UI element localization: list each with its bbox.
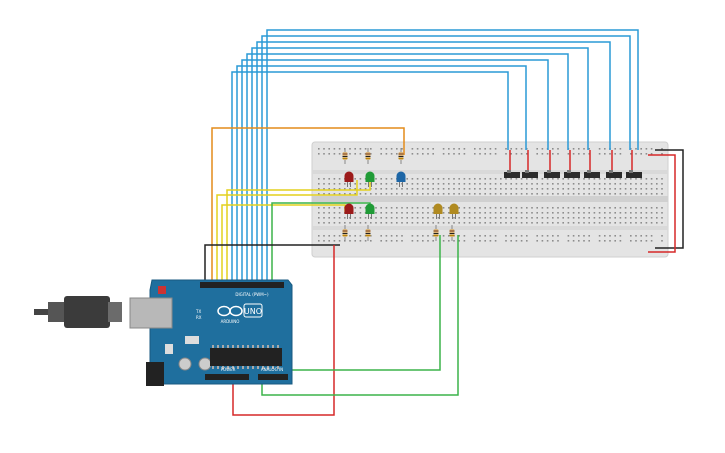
arduino-board[interactable]: UNO ARDUINO DIGITAL (PWM~) POWER ANALOG …	[129, 279, 293, 386]
green-wires-analog	[261, 235, 459, 396]
rx-label: RX	[196, 315, 202, 320]
resistor[interactable]	[449, 225, 455, 241]
wire-red-5v	[232, 245, 335, 416]
microcontroller-chip	[210, 348, 282, 366]
led-yellow[interactable]	[433, 203, 443, 220]
wire-blue-2	[236, 65, 527, 285]
slide-switches	[504, 150, 642, 178]
wire-blue-8	[266, 29, 639, 285]
wire-blue-1	[231, 71, 509, 285]
slide-switch[interactable]	[606, 150, 622, 178]
tx-label: TX	[195, 309, 201, 314]
slide-switch[interactable]	[584, 150, 600, 178]
slide-switch[interactable]	[544, 150, 560, 178]
rail-wires	[648, 149, 684, 253]
blue-wires	[231, 29, 639, 285]
brand-label: UNO	[244, 307, 262, 316]
led-yellow[interactable]	[449, 203, 459, 220]
breadboard[interactable]	[311, 141, 669, 258]
arduino-logo: UNO ARDUINO	[217, 303, 263, 324]
wire-blue-6	[256, 41, 611, 285]
slide-switch[interactable]	[504, 150, 520, 178]
breadboard-holes	[318, 148, 663, 242]
resistor[interactable]	[342, 148, 348, 164]
digital-header-label: DIGITAL (PWM~)	[235, 292, 269, 297]
wire-yellow-1	[216, 180, 358, 285]
slide-switch[interactable]	[564, 150, 580, 178]
led-blue[interactable]	[396, 171, 406, 188]
wire-orange	[211, 127, 405, 285]
slide-switch[interactable]	[626, 150, 642, 178]
wire-blue-5	[251, 47, 589, 285]
led-green[interactable]	[365, 203, 375, 220]
resistor[interactable]	[365, 148, 371, 164]
slide-switch[interactable]	[522, 150, 538, 178]
resistor[interactable]	[365, 225, 371, 241]
wire-yellow-3	[226, 182, 371, 285]
wire-green-a2	[261, 235, 459, 396]
resistor[interactable]	[433, 225, 439, 241]
wire-blue-4	[246, 53, 569, 285]
resistors	[342, 148, 455, 241]
sub-brand-label: ARDUINO	[221, 319, 240, 324]
wire-rail-red	[648, 154, 676, 253]
led-red[interactable]	[344, 171, 354, 188]
wire-green-a1	[265, 235, 441, 371]
analog-header-label: ANALOG IN	[261, 367, 283, 372]
reset-button[interactable]	[158, 286, 166, 294]
wire-blue-7	[261, 35, 631, 285]
usb-cable[interactable]	[34, 296, 122, 328]
led-red[interactable]	[344, 203, 354, 220]
leds	[344, 171, 459, 220]
resistor[interactable]	[398, 148, 404, 164]
wire-blue-3	[241, 59, 549, 285]
wire-rail-black	[655, 149, 684, 249]
resistor[interactable]	[342, 225, 348, 241]
power-header-label: POWER	[221, 367, 236, 372]
led-green[interactable]	[365, 171, 375, 188]
wire-black-gnd	[204, 244, 340, 285]
